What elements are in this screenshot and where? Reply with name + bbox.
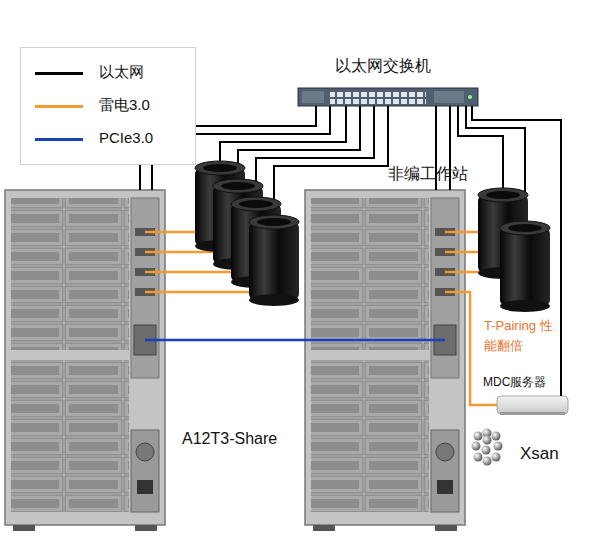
legend-swatch: [35, 105, 83, 108]
network-switch-body: [298, 88, 478, 106]
product-name: A12T3-Share: [182, 430, 277, 448]
network-switch: 以太网交换机: [298, 88, 478, 106]
legend-text: PCIe3.0: [99, 129, 153, 146]
workstation-label: 非编工作站: [388, 164, 468, 185]
workstation-group: [195, 161, 550, 312]
storage-chassis: [305, 190, 465, 531]
legend-text: 雷电3.0: [99, 96, 150, 115]
xsan-storage: Xsan: [468, 428, 508, 468]
annotation: T-Pairing 性能翻倍: [484, 316, 556, 356]
xsan-icon-art: [472, 429, 503, 466]
thunderbolt-cables: [145, 232, 515, 405]
storage-chassis: [5, 190, 165, 531]
legend-text: 以太网: [99, 63, 144, 82]
mac-mini: [497, 396, 568, 415]
legend-entry: 以太网: [21, 58, 197, 88]
node-label: 以太网交换机: [335, 56, 431, 77]
legend-swatch: [35, 72, 83, 75]
node-label: Xsan: [520, 444, 559, 464]
mdc-server: MDC服务器: [497, 396, 568, 414]
pcie-cable: [145, 339, 445, 342]
ethernet-cable: [472, 106, 561, 396]
node-label: MDC服务器: [483, 374, 546, 391]
legend-entry: 雷电3.0: [21, 91, 197, 121]
legend-box: 以太网雷电3.0PCIe3.0: [20, 47, 196, 165]
legend-swatch: [35, 138, 83, 141]
legend-entry: PCIe3.0: [21, 124, 197, 154]
connector-group: [472, 106, 561, 396]
